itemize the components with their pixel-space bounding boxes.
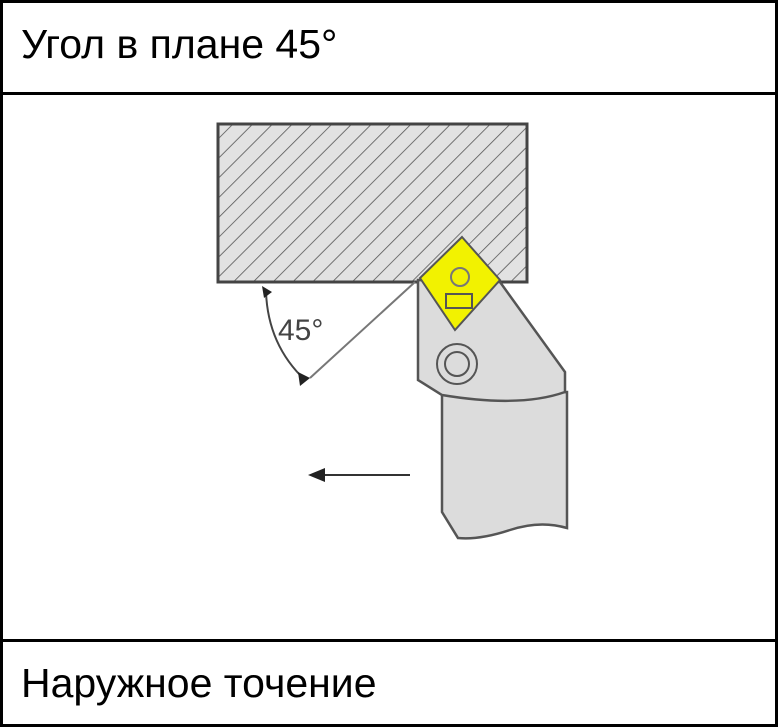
feed-direction-arrow	[308, 468, 410, 482]
footer-row: Наружное точение	[3, 639, 775, 727]
title-row: Угол в плане 45°	[3, 3, 775, 95]
title-text: Угол в плане 45°	[21, 21, 338, 67]
angle-label: 45°	[278, 314, 323, 347]
cutting-insert	[418, 235, 502, 332]
caption-text: Наружное точение	[21, 660, 377, 706]
angle-indicator: 45°	[262, 281, 416, 386]
tool-holder	[416, 278, 569, 540]
